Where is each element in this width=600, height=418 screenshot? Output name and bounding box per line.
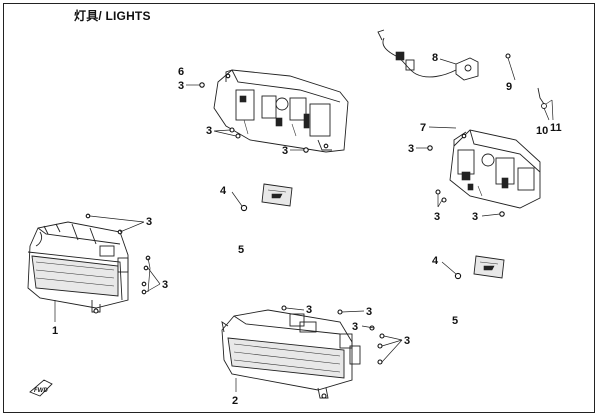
callout-5: 5: [238, 244, 244, 256]
callout-3: 3: [306, 304, 312, 316]
callout-labels: 1 2 3 3 3 3 3 3 3 3 3 3 3 3 4 4 5 5 6 7 …: [52, 52, 562, 407]
lens-cover-lower: [473, 255, 505, 279]
page-title: 灯具/ LIGHTS: [74, 9, 151, 23]
callout-3: 3: [352, 321, 358, 333]
callout-3: 3: [408, 143, 414, 155]
headlamp-front-left: [27, 221, 129, 314]
lamp-housing-top: [213, 69, 349, 153]
callout-3: 3: [366, 306, 372, 318]
headlamp-front-bottom: [221, 309, 361, 399]
callout-4: 4: [432, 255, 439, 267]
callout-3: 3: [162, 279, 168, 291]
callout-4: 4: [220, 185, 227, 197]
callout-3: 3: [282, 145, 288, 157]
fwd-badge: FWD: [29, 379, 53, 397]
callout-3: 3: [472, 211, 478, 223]
lamp-housing-right: [449, 129, 541, 209]
leader-lines: [54, 57, 554, 392]
callout-1: 1: [52, 325, 58, 337]
callout-5: 5: [452, 315, 458, 327]
callout-3: 3: [206, 125, 212, 137]
callout-7: 7: [420, 122, 426, 134]
callout-9: 9: [506, 81, 512, 93]
fwd-badge-label: FWD: [34, 388, 48, 394]
wiring-harness: [377, 29, 479, 81]
callout-6: 6: [178, 66, 184, 78]
callout-8: 8: [432, 52, 438, 64]
fasteners: [85, 53, 511, 365]
callout-2: 2: [232, 395, 238, 407]
callout-3: 3: [178, 80, 184, 92]
callout-3: 3: [404, 335, 410, 347]
callout-11: 11: [550, 122, 562, 134]
callout-3: 3: [146, 216, 152, 228]
bulb-assembly: [537, 87, 553, 109]
lens-cover-upper: [261, 183, 293, 207]
diagram-frame: [3, 3, 595, 413]
callout-3: 3: [434, 211, 440, 223]
callout-10: 10: [536, 125, 548, 137]
